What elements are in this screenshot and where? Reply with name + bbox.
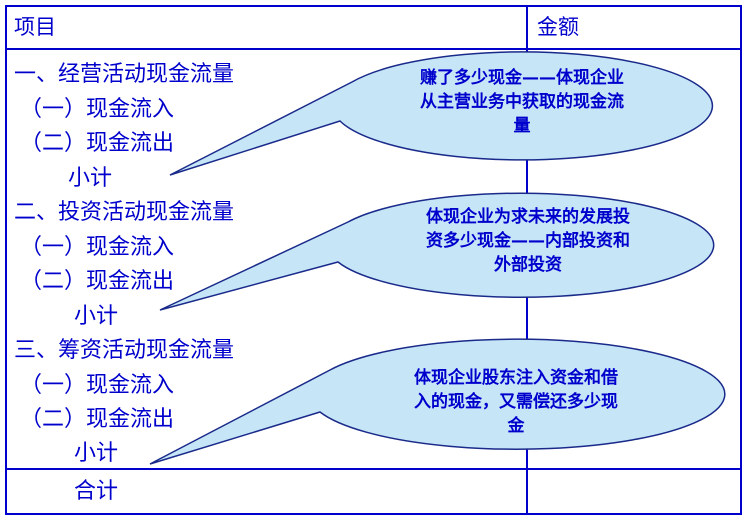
investing-outflow: （二）现金流出: [20, 269, 175, 294]
callout-operating-line: 赚了多少现金——体现企业: [420, 68, 624, 88]
callout-investing-line: 外部投资: [494, 255, 562, 275]
callout-investing-line: 资多少现金——内部投资和: [426, 231, 630, 251]
financing-subtotal: 小计: [74, 441, 119, 466]
header-amount: 金额: [537, 15, 579, 39]
total-divider: [5, 468, 742, 470]
callout-financing-line: 入的现金，又需偿还多少现: [414, 392, 618, 412]
investing-inflow: （一）现金流入: [20, 235, 175, 260]
grand-total: 合计: [74, 479, 119, 504]
header-item: 项目: [14, 15, 56, 39]
cash-flow-table-frame: [5, 5, 742, 515]
section-investing: 二、投资活动现金流量: [14, 200, 235, 225]
callout-bubble-financing: [149, 338, 726, 465]
callout-financing: 体现企业股东注入资金和借 入的现金，又需偿还多少现 金: [346, 366, 686, 438]
callout-operating: 赚了多少现金——体现企业 从主营业务中获取的现金流 量: [352, 66, 692, 138]
operating-outflow: （二）现金流出: [20, 131, 175, 156]
callout-financing-line: 金: [507, 416, 525, 436]
operating-inflow: （一）现金流入: [20, 97, 175, 122]
financing-inflow: （一）现金流入: [20, 373, 175, 398]
callout-investing-line: 体现企业为求未来的发展投: [426, 207, 630, 227]
callout-bubble-operating: [169, 51, 714, 176]
header-divider: [5, 48, 742, 50]
callout-operating-line: 从主营业务中获取的现金流: [420, 92, 624, 112]
callout-financing-line: 体现企业股东注入资金和借: [414, 368, 618, 388]
callout-operating-line: 量: [513, 116, 531, 136]
investing-subtotal: 小计: [74, 304, 119, 329]
section-operating: 一、经营活动现金流量: [14, 62, 235, 87]
callout-bubble-investing: [159, 192, 715, 311]
financing-outflow: （二）现金流出: [20, 407, 175, 432]
section-financing: 三、筹资活动现金流量: [14, 338, 235, 363]
operating-subtotal: 小计: [68, 166, 113, 191]
callout-investing: 体现企业为求未来的发展投 资多少现金——内部投资和 外部投资: [358, 205, 698, 277]
